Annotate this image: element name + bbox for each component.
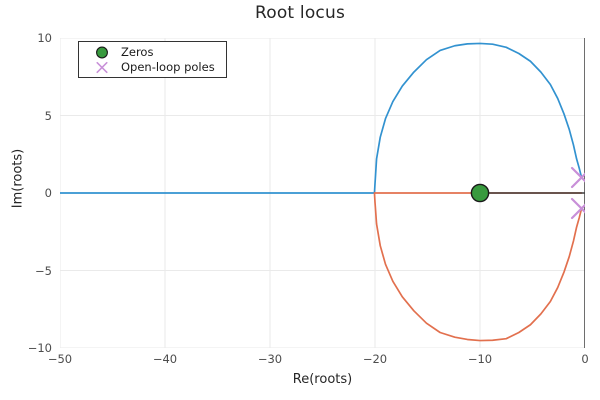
y-tick-label: −10	[27, 341, 52, 355]
legend-item-poles[interactable]: Open-loop poles	[79, 59, 226, 76]
legend-item-zeros[interactable]: Zeros	[79, 44, 226, 61]
locus-branch-1	[60, 42, 583, 194]
pole-marker	[570, 166, 585, 189]
y-tick-label: 5	[44, 108, 52, 123]
y-tick-label: 0	[44, 186, 52, 200]
pole-marker	[570, 197, 585, 220]
page-title: Root locus	[254, 3, 346, 23]
x-tick-label: −30	[257, 352, 283, 366]
x-axis-label: Re(roots)	[292, 372, 353, 387]
y-tick-label: −5	[35, 263, 52, 278]
zero-marker	[470, 183, 490, 203]
plot-canvas	[60, 38, 585, 348]
x-tick-label: −40	[152, 352, 178, 366]
green-circle-marker-icon	[96, 46, 108, 59]
purple-x-marker-icon	[96, 61, 108, 74]
x-tick-label: −10	[467, 352, 493, 366]
y-axis-label: Im(roots)	[10, 148, 26, 209]
legend-label-zeros: Zeros	[121, 45, 154, 59]
x-tick-label: −50	[47, 352, 73, 366]
legend-label-poles: Open-loop poles	[121, 60, 215, 74]
plot-area	[60, 38, 585, 348]
legend: Zeros Open-loop poles	[78, 41, 227, 78]
y-tick-label: 10	[37, 31, 52, 45]
x-tick-label: 0	[581, 352, 589, 366]
x-tick-label: −20	[362, 352, 388, 366]
locus-branch-2	[373, 192, 583, 342]
